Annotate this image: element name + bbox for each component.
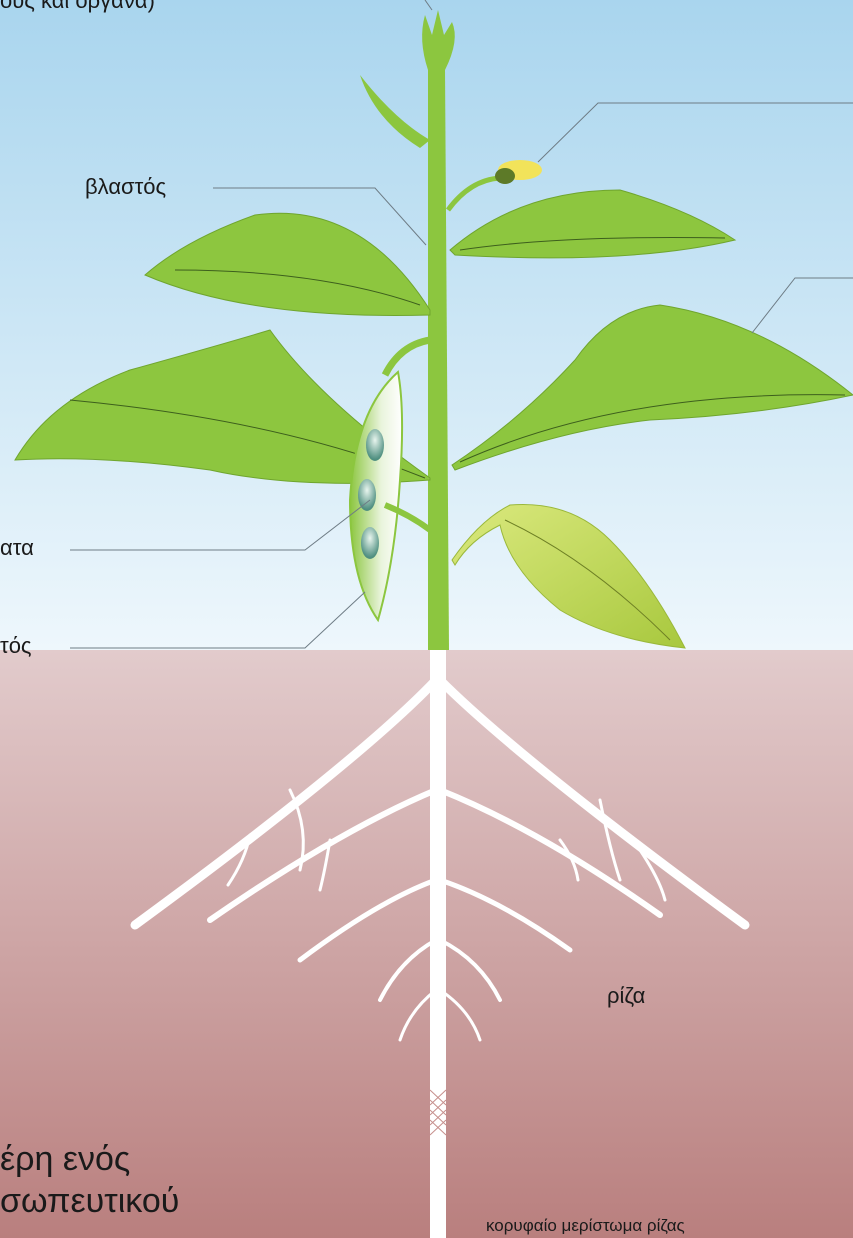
label-root-tip-meristem: κορυφαίο μερίστωμα ρίζας bbox=[486, 1216, 685, 1236]
seed bbox=[366, 429, 384, 461]
label-top-partial: ους και όργανα) bbox=[0, 0, 155, 14]
label-fruit-partial: τός bbox=[0, 633, 32, 659]
label-root: ρίζα bbox=[607, 983, 645, 1009]
label-stem: βλαστός bbox=[85, 174, 166, 200]
seed bbox=[358, 479, 376, 511]
caption-line-1: έρη ενός bbox=[0, 1138, 130, 1180]
seed bbox=[361, 527, 379, 559]
label-seeds-partial: ατα bbox=[0, 535, 34, 561]
caption-line-2: σωπευτικού bbox=[0, 1180, 179, 1222]
